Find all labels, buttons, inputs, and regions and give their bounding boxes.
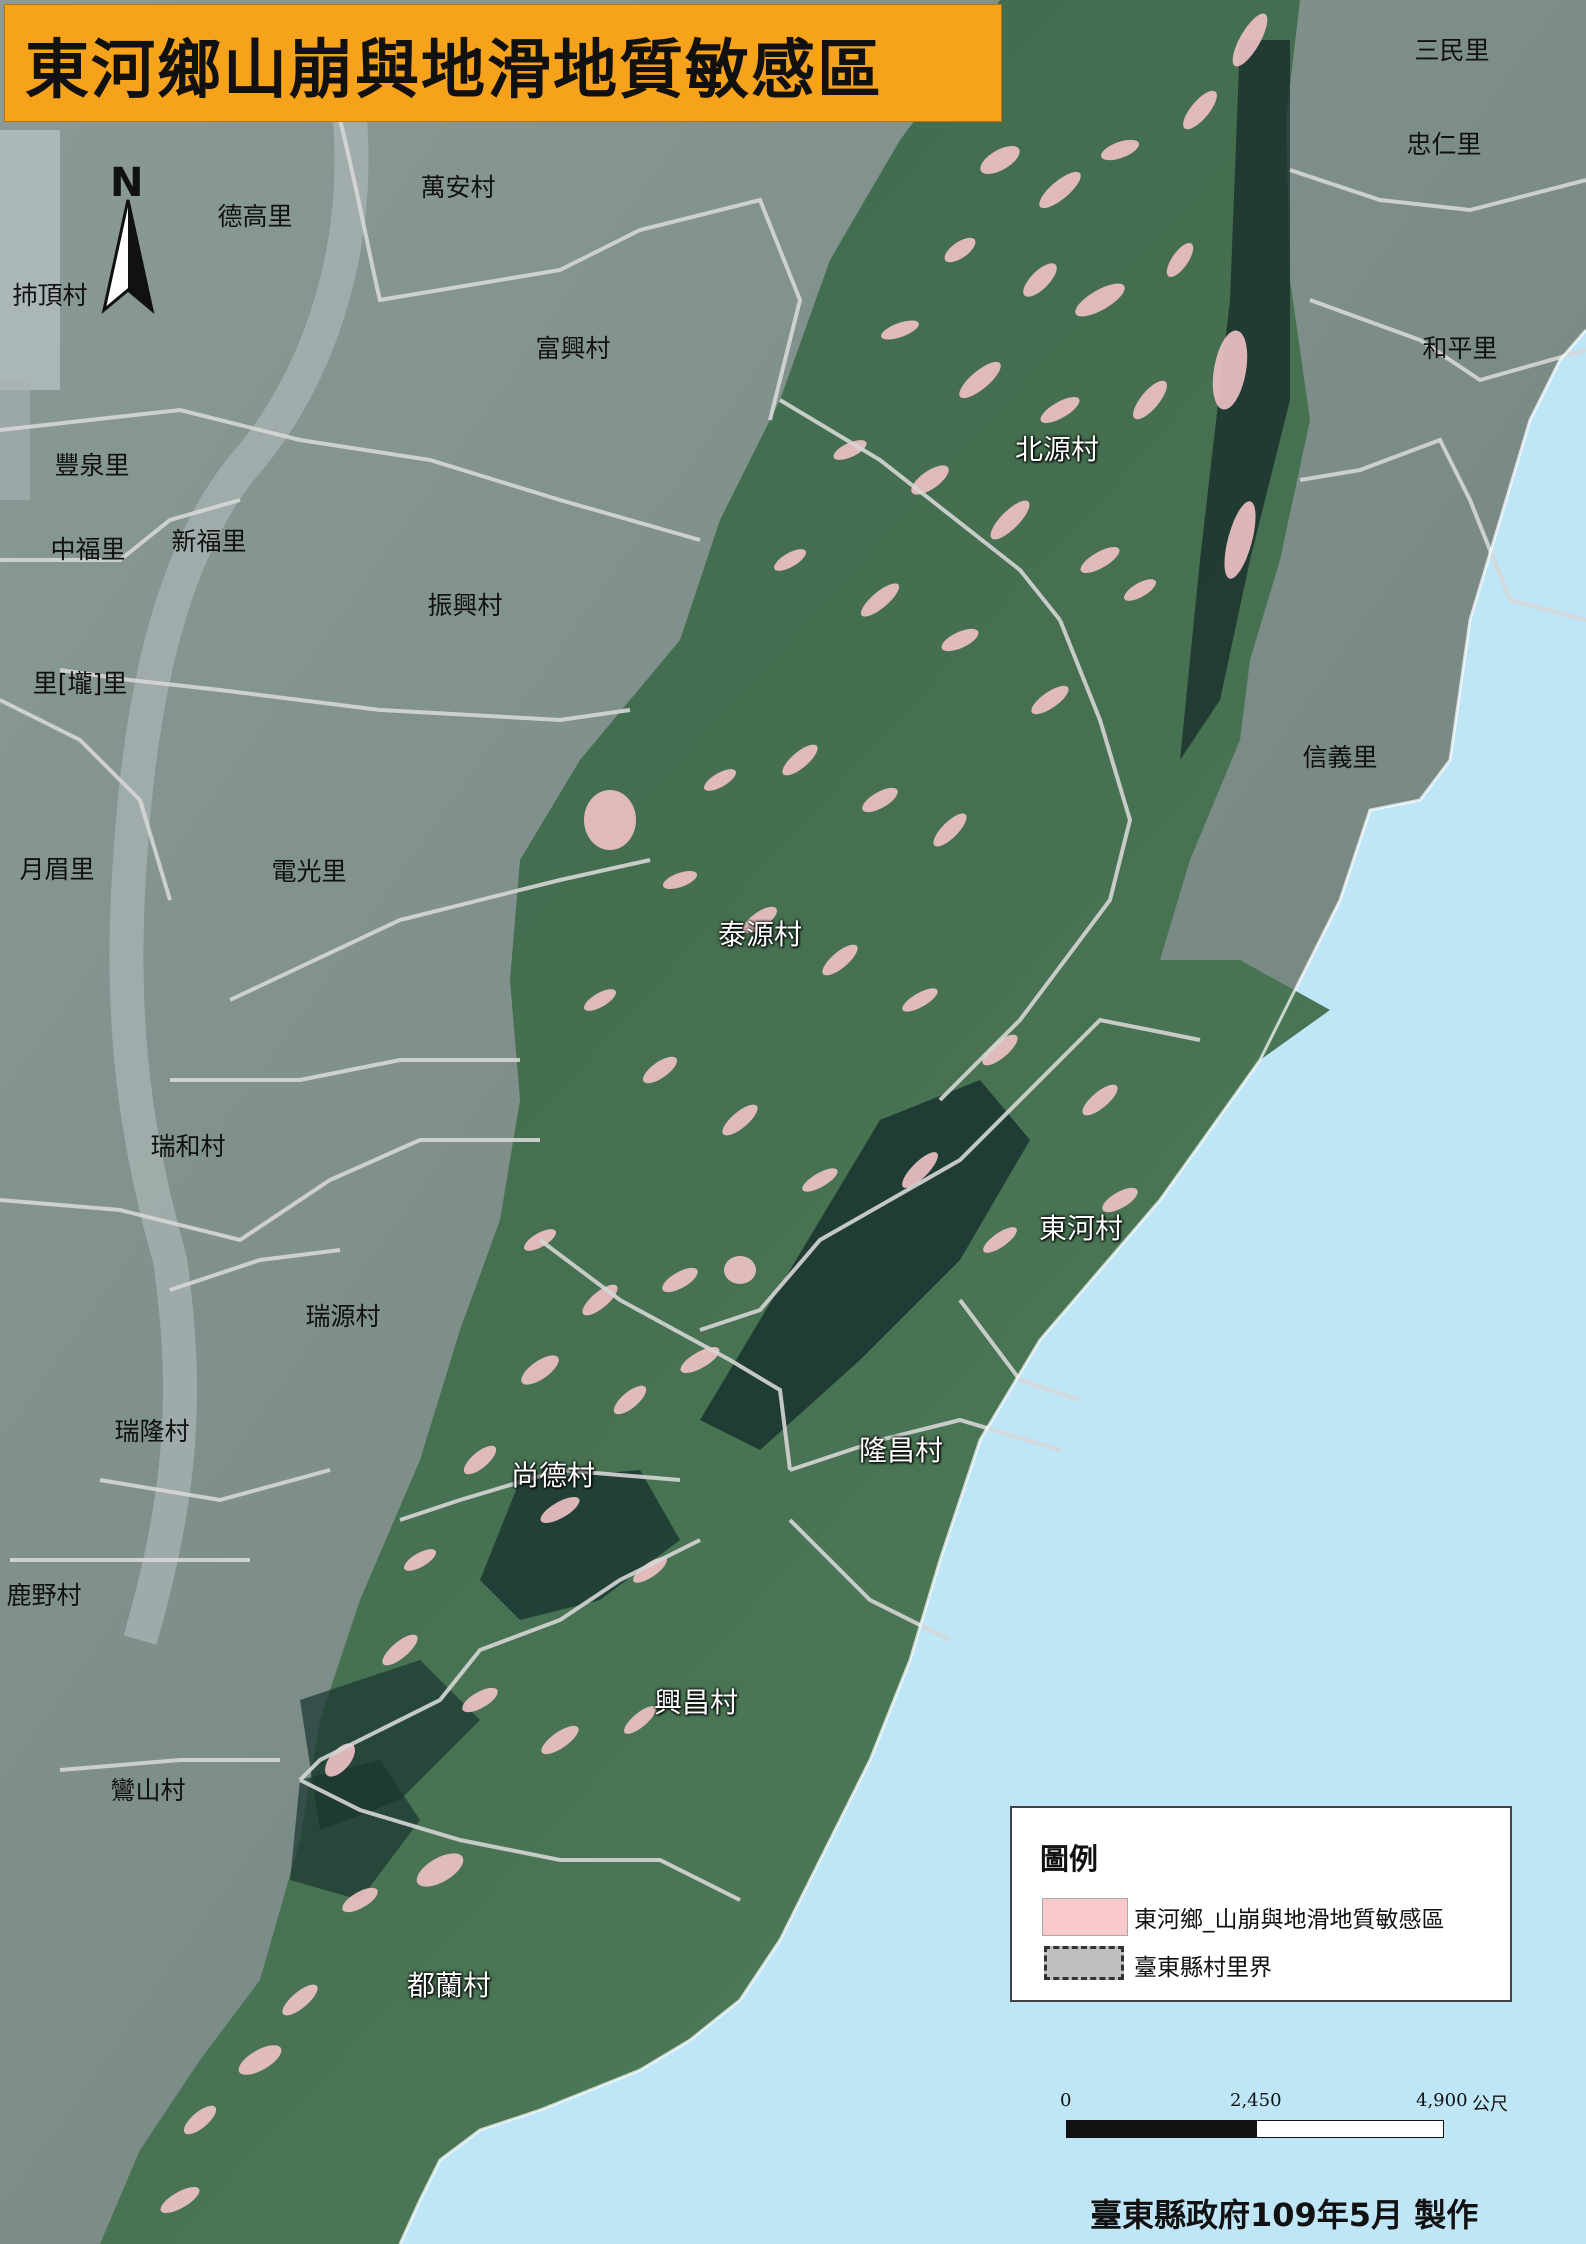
label-lilong: 里[壠]里 xyxy=(32,669,128,698)
label-zhongren: 忠仁里 xyxy=(1406,130,1482,159)
label-donghe: 東河村 xyxy=(1038,1212,1124,1245)
north-label: N xyxy=(110,160,144,206)
scale-bar: 0 2,450 4,900 公尺 xyxy=(1060,2090,1508,2150)
legend-swatch-village-boundary xyxy=(1044,1946,1124,1980)
label-taiyuan: 泰源村 xyxy=(717,918,803,951)
label-zhongfu: 中福里 xyxy=(50,535,126,564)
scale-tick-1: 2,450 xyxy=(1230,2090,1282,2111)
legend: 圖例 東河鄉_山崩與地滑地質敏感區 臺東縣村里界 xyxy=(1010,1806,1512,2002)
label-degao: 德高里 xyxy=(217,202,293,231)
haze-patch xyxy=(0,130,60,390)
map-title: 東河鄉山崩與地滑地質敏感區 xyxy=(25,34,883,108)
map-title-banner: 東河鄉山崩與地滑地質敏感區 xyxy=(4,4,1002,122)
label-ruilong: 瑞隆村 xyxy=(114,1417,190,1446)
label-xinyi: 信義里 xyxy=(1302,743,1378,772)
label-luye: 鹿野村 xyxy=(6,1581,82,1610)
legend-swatch-sensitive-area xyxy=(1042,1898,1128,1936)
haze-patch xyxy=(0,380,30,500)
shadow-valley xyxy=(480,1470,680,1620)
label-zhenxing: 振興村 xyxy=(427,591,503,620)
label-heping: 和平里 xyxy=(1422,334,1498,363)
north-arrow: N xyxy=(96,160,176,320)
label-ruiyuan: 瑞源村 xyxy=(305,1302,381,1331)
sensitive-area-patches xyxy=(160,13,1268,2213)
label-shangde: 尚德村 xyxy=(510,1459,596,1492)
label-wanan: 萬安村 xyxy=(420,173,496,202)
north-arrow-icon xyxy=(101,199,155,314)
legend-label-village-boundary: 臺東縣村里界 xyxy=(1134,1955,1272,1981)
label-dianguang: 電光里 xyxy=(271,857,347,886)
label-yuemei: 月眉里 xyxy=(19,855,95,884)
village-boundaries xyxy=(0,119,1586,1902)
river xyxy=(109,118,369,1645)
coastline xyxy=(398,329,1586,2244)
label-lushan: 鸞山村 xyxy=(110,1776,186,1805)
label-ruihe: 瑞和村 xyxy=(150,1132,226,1161)
scale-bar-segment-light xyxy=(1256,2120,1444,2138)
scale-tick-2: 4,900 xyxy=(1416,2090,1468,2111)
label-longchang: 隆昌村 xyxy=(858,1434,944,1467)
scale-bar-segment-dark xyxy=(1066,2120,1258,2138)
label-baading: 㧊頂村 xyxy=(12,281,88,310)
label-xingchang: 興昌村 xyxy=(653,1686,739,1719)
label-fuxing: 富興村 xyxy=(535,334,611,363)
shadow-valley xyxy=(700,1080,1030,1450)
label-beiyuan: 北源村 xyxy=(1014,433,1100,466)
label-sanmin: 三民里 xyxy=(1414,36,1490,65)
shadow-valley xyxy=(290,1760,420,1900)
legend-label-sensitive-area: 東河鄉_山崩與地滑地質敏感區 xyxy=(1134,1907,1445,1933)
scale-unit: 公尺 xyxy=(1472,2094,1508,2115)
label-xinfu: 新福里 xyxy=(171,527,247,556)
legend-title: 圖例 xyxy=(1040,1842,1099,1876)
label-fengquan: 豐泉里 xyxy=(54,451,130,480)
scale-tick-0: 0 xyxy=(1060,2090,1072,2111)
map-credit: 臺東縣政府109年5月 製作 xyxy=(1090,2196,1479,2234)
label-dulan: 都蘭村 xyxy=(406,1969,492,2002)
